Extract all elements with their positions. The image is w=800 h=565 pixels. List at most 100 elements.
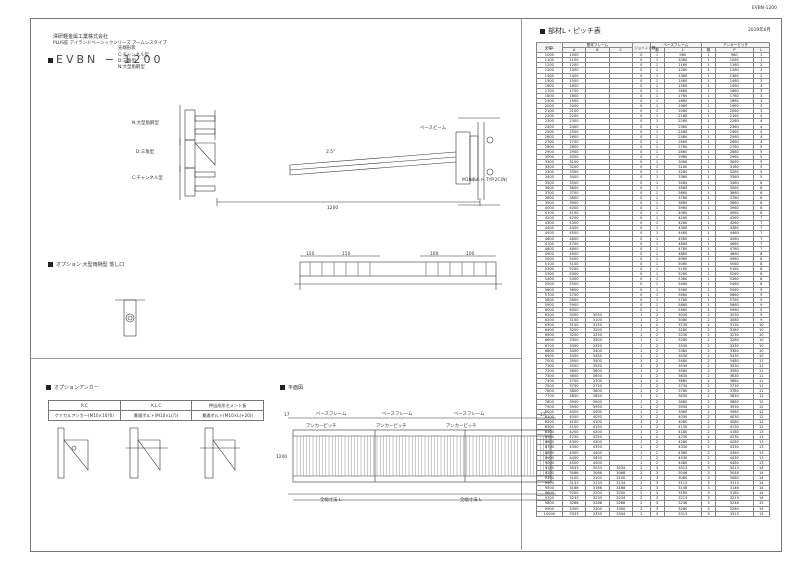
spec-cell: 3113 [663,480,703,487]
spec-cell: 5360 [663,276,703,283]
plan-total-label-2: 全幅寸法 L [460,498,482,503]
spec-cell: 3 [752,98,771,105]
spec-cell: 8 [752,271,771,278]
section-divider-vertical [521,18,522,550]
spec-cell: 5 [752,164,771,171]
spec-cell: 3 [752,87,771,94]
spec-cell: 3 [752,77,771,84]
spec-cell: 4960 [663,255,703,263]
spec-cell: 10 [752,342,771,349]
spec-cell: 14 [752,474,771,482]
spec-cell: 1 [752,57,771,64]
spec-cell: 7 [752,230,771,237]
spec-cell: 3880 [663,398,703,405]
spec-cell: 3180 [663,490,703,497]
spec-cell: 15 [752,510,771,517]
spec-cell: 1560 [663,82,703,89]
spec-cell: 7 [752,215,771,222]
spec-cell: 15 [752,500,771,507]
spec-cell: 4330 [663,444,703,451]
spec-cell: 5060 [663,261,703,268]
spec-cell: 3300 [608,505,633,512]
spec-cell: 3760 [663,194,703,201]
spec-cell: 3213 [663,495,703,502]
spec-cell: 5 [752,148,771,156]
spec-cell: 6 [752,194,771,201]
spec-cell: 3560 [663,184,703,191]
spec-cell: 13 [752,454,771,461]
spec-cell: 5960 [663,306,703,313]
spec-cell: 12 [752,403,771,410]
spec-cell: 12 [752,408,771,415]
spec-cell: 3060 [663,159,703,166]
spec-cell: 13 [752,444,771,451]
spec-cell: 3080 [663,317,703,324]
spec-cell: 3280 [663,337,703,344]
spec-cell: 3168 [608,485,633,492]
spec-cell: 3480 [663,357,703,364]
anchor-item-ecp: 貫通ボルト(M10×L(+20)) [191,410,264,421]
spec-cell: 14 [752,480,771,487]
spec-cell: 13 [752,459,771,466]
spec-cell: 5 [752,154,771,161]
spec-cell: 6 [752,184,771,191]
spec-cell: 3180 [663,327,703,334]
spec-cell: 4460 [663,230,703,237]
plan-heading: 平面図 [280,385,303,391]
spec-heading: 部材L・ピッチ表 [540,26,601,36]
spec-cell: 13 [752,439,771,446]
spec-cell: 3280 [663,505,703,512]
spec-cell: 2960 [663,154,703,161]
construction-type-d: D:三角型 [118,59,137,64]
spec-cell: 2 [752,62,771,69]
spec-cell: 3130 [663,322,703,329]
spec-cell: 14 [752,490,771,497]
projection-dim: 1200 [327,206,339,211]
option-anchor-text: オプションアンカー [54,385,99,391]
spec-cell: 11 [752,367,771,375]
spec-cell: 4 [752,123,771,130]
spec-cell: 12 [752,398,771,405]
spec-cell: 8 [752,266,771,273]
spec-cell: 5 [752,159,771,166]
model-label: EVBN − 1200 [48,53,163,66]
spec-cell: 3780 [663,388,703,395]
bracket-c-icon [179,166,216,200]
spec-date: 2019年6月 [748,28,771,33]
plan-pitch-label-3: アンカーピッチ [446,424,477,429]
model-text: EVBN − 1200 [56,53,164,66]
spec-cell: 6 [752,179,771,186]
spec-col-base-l: L [663,47,703,54]
spec-cell: 3460 [663,179,703,186]
spec-cell: 11 [752,378,771,385]
spec-cell: 1660 [663,87,703,94]
spec-cell: 11 [752,373,771,380]
spec-cell: 4 [752,113,771,120]
spec-cell: 7 [752,220,771,227]
option-rain-text: オプション 大型雨樋型 落し口 [56,262,125,268]
spec-cell: 3 [752,82,771,89]
bullet-icon [280,385,285,390]
spec-cell: 1060 [663,57,703,64]
spec-cell: 2760 [663,143,703,150]
spec-cell: 3980 [663,408,703,415]
